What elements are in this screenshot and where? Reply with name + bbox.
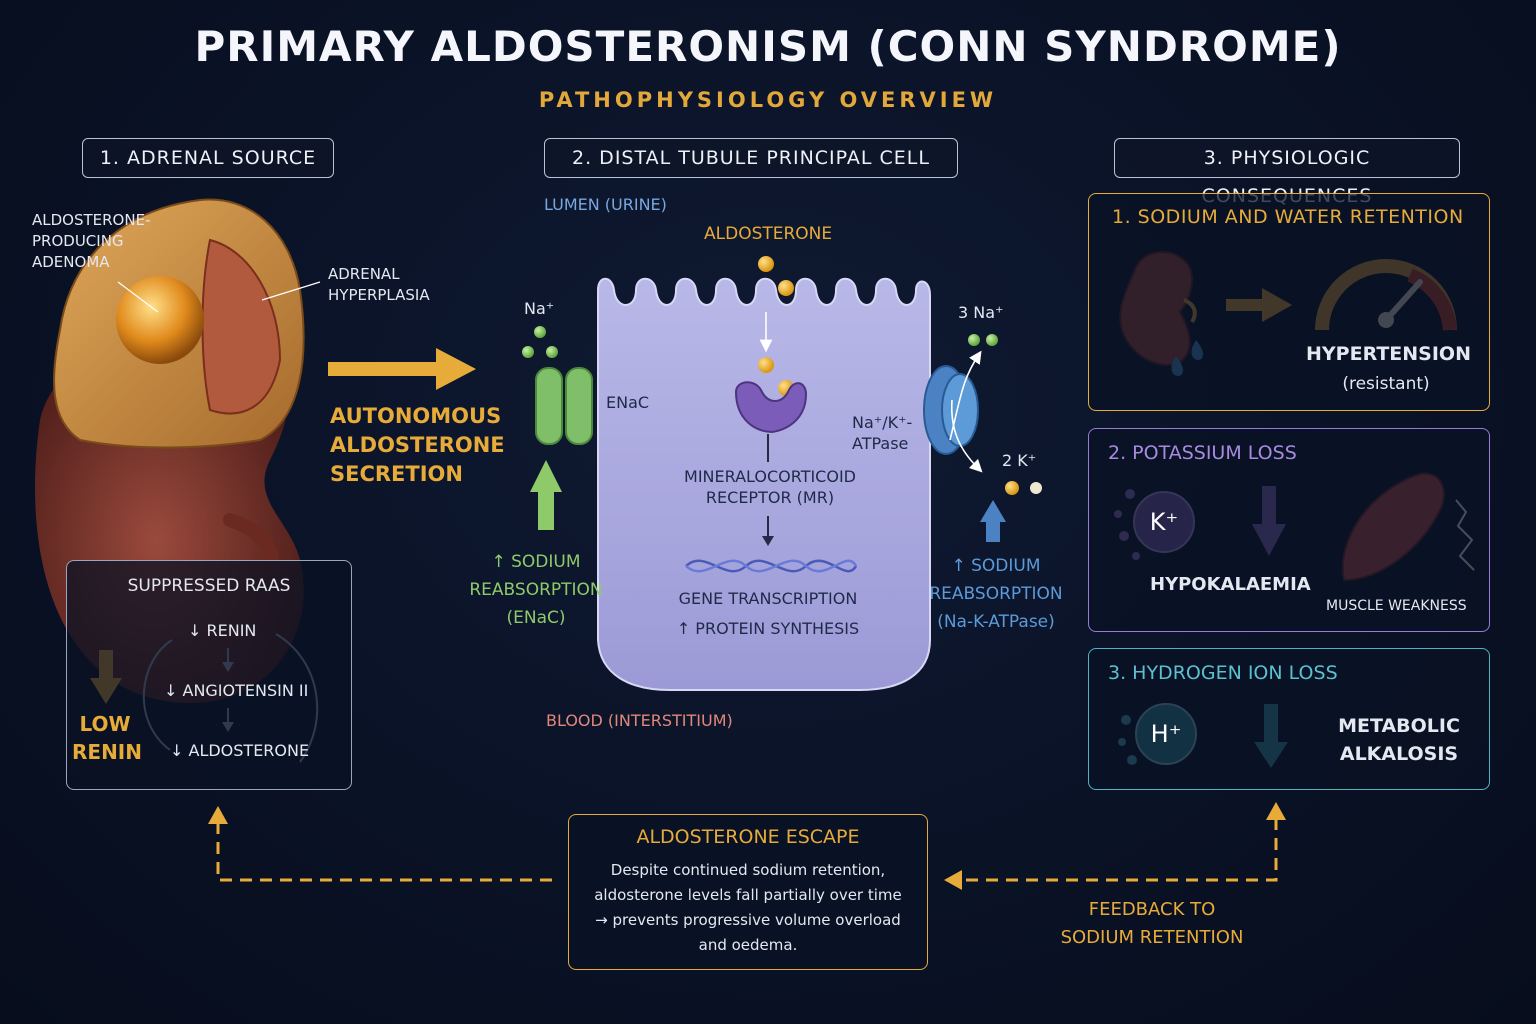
adenoma-sphere <box>116 276 204 364</box>
hypertension-detail: (resistant) <box>1342 374 1430 394</box>
three-na-label: 3 Na⁺ <box>958 303 1004 322</box>
lumen-label: LUMEN (URINE) <box>544 195 667 214</box>
aldosterone-escape-text: Despite continued sodium retention, aldo… <box>594 861 902 954</box>
feedback-dashed-lines <box>216 818 1278 882</box>
feedback-label: FEEDBACK TO SODIUM RETENTION <box>1060 899 1244 948</box>
aldosterone-label: ALDOSTERONE <box>704 224 833 244</box>
principal-cell <box>597 277 931 691</box>
enac-channel <box>522 326 593 530</box>
adrenal-gland-illustration <box>53 198 321 449</box>
pump-label: Na⁺/K⁺- ATPase <box>852 413 913 453</box>
mr-label: MINERALOCORTICOID RECEPTOR (MR) <box>684 467 856 507</box>
page-subtitle: PATHOPHYSIOLOGY OVERVIEW <box>538 88 998 112</box>
protein-synthesis-label: ↑ PROTEIN SYNTHESIS <box>676 619 860 638</box>
sodium-reabsorption-enac: ↑ SODIUM REABSORPTION (ENaC) <box>469 552 603 628</box>
raas-title: SUPPRESSED RAAS <box>127 576 291 596</box>
consequence-2-title: 2. POTASSIUM LOSS <box>1108 442 1297 464</box>
enac-label: ENaC <box>606 393 650 412</box>
hypokalaemia-label: HYPOKALAEMIA <box>1150 574 1311 595</box>
mineralocorticoid-receptor <box>734 381 808 546</box>
page-title: PRIMARY ALDOSTERONISM (CONN SYNDROME) <box>194 22 1342 71</box>
sodium-reabsorption-pump: ↑ SODIUM REABSORPTION (Na-K-ATPase) <box>929 556 1063 632</box>
consequence-2-box <box>1088 428 1490 632</box>
hyperplasia-label: ADRENAL HYPERPLASIA <box>328 265 430 304</box>
consequence-1-box <box>1088 193 1490 411</box>
aldosterone-escape-title: ALDOSTERONE ESCAPE <box>636 826 860 848</box>
suppressed-raas-box <box>66 560 352 790</box>
autonomous-secretion-label: AUTONOMOUS ALDOSTERONE SECRETION <box>330 404 505 486</box>
secretion-arrow <box>328 348 476 390</box>
section-principal-cell: 2. DISTAL TUBULE PRINCIPAL CELL <box>544 138 958 178</box>
raas-angiotensin: ↓ ANGIOTENSIN II <box>164 681 309 700</box>
gene-transcription-label: GENE TRANSCRIPTION <box>678 589 858 608</box>
potassium-ion: K⁺ <box>1149 508 1179 536</box>
blood-label: BLOOD (INTERSTITIUM) <box>546 711 733 730</box>
hydrogen-ion: H⁺ <box>1150 720 1182 748</box>
section-consequences: 3. PHYSIOLOGIC CONSEQUENCES <box>1114 138 1460 207</box>
low-renin-label: LOW RENIN <box>72 712 142 764</box>
aldosterone-escape-box <box>568 814 928 970</box>
consequence-1-title: 1. SODIUM AND WATER RETENTION <box>1112 206 1464 228</box>
na-k-atpase-pump <box>923 334 1042 542</box>
na-label: Na⁺ <box>524 299 555 318</box>
section-adrenal-source: 1. ADRENAL SOURCE <box>82 138 334 178</box>
raas-aldosterone: ↓ ALDOSTERONE <box>170 741 310 760</box>
hypertension-label: HYPERTENSION <box>1306 343 1471 365</box>
raas-renin: ↓ RENIN <box>188 621 257 640</box>
metabolic-alkalosis-label: METABOLIC ALKALOSIS <box>1338 715 1460 765</box>
consequence-3-box <box>1088 648 1490 790</box>
muscle-weakness-label: MUSCLE WEAKNESS <box>1326 598 1467 614</box>
dna-helix <box>685 559 858 573</box>
consequence-3-title: 3. HYDROGEN ION LOSS <box>1108 662 1338 684</box>
adenoma-label: ALDOSTERONE- PRODUCING ADENOMA <box>32 211 151 271</box>
two-k-label: 2 K⁺ <box>1002 451 1037 470</box>
